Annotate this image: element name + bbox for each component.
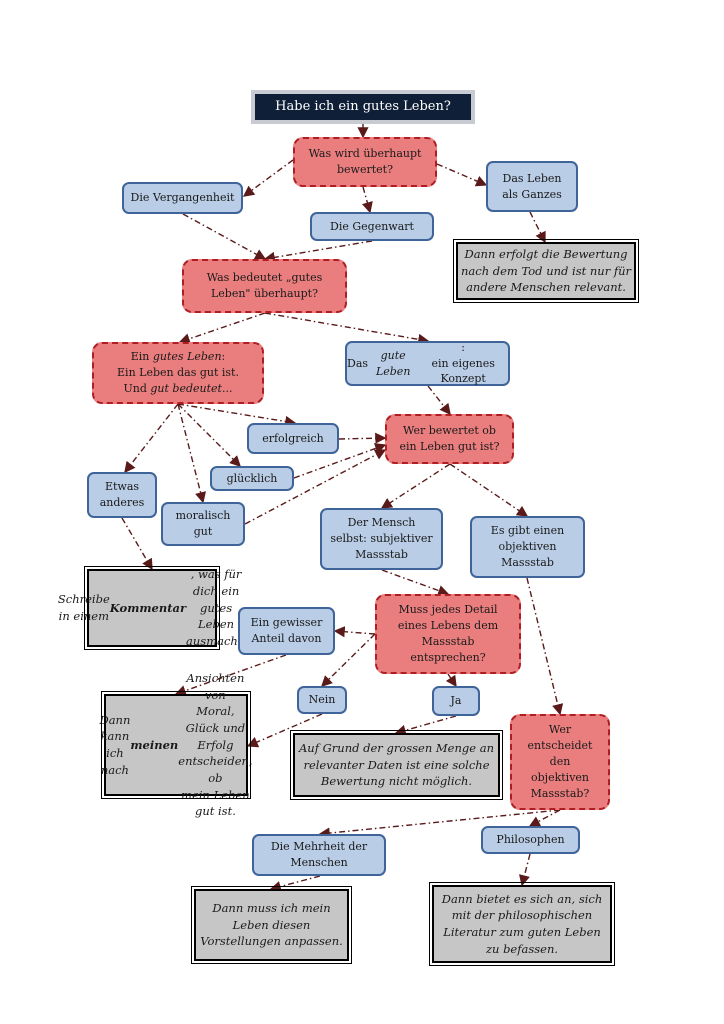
question-gutes-leben: Was bedeutet „gutes Leben" überhaupt?	[182, 259, 347, 313]
conclusion-bewertung-tod: Dann erfolgt die Bewertung nach dem Tod …	[453, 239, 639, 303]
conclusion-meinen-ansichten: Dann kann ich nach meinen Ansichten von …	[99, 670, 253, 819]
connector-q1-to-vergangenheit	[242, 159, 294, 197]
answer-objektiver-massstab: Es gibt einen objektiven Massstab	[470, 516, 585, 578]
connector-ein-gutes-to-gluecklich	[177, 403, 241, 467]
conclusion-grund-menge: Auf Grund der grossen Menge an relevante…	[290, 730, 503, 800]
connector-q1-to-leben-ganzes	[436, 163, 488, 187]
connector-mehrheit-to-anpassen	[269, 875, 321, 892]
connector-leben-ganzes-to-tod	[529, 211, 546, 244]
connector-q4-to-anteil	[333, 626, 376, 638]
connector-q4-to-nein	[321, 633, 376, 687]
connector-moralisch-to-q3	[244, 449, 387, 525]
connector-q3-to-objektiv	[449, 463, 529, 517]
connector-ein-gutes-to-etwas	[124, 403, 179, 474]
answer-ja: Ja	[432, 686, 480, 716]
question-detail: Muss jedes Detail eines Lebens dem Masss…	[375, 594, 521, 674]
answer-gegenwart: Die Gegenwart	[310, 212, 434, 241]
connector-das-gute-to-q3	[427, 385, 451, 416]
connector-mensch-to-q4	[381, 569, 450, 596]
connector-vergangenheit-to-q2	[182, 213, 267, 260]
answer-etwas-anderes: Etwas anderes	[87, 472, 157, 518]
answer-leben-ganzes: Das Leben als Ganzes	[486, 161, 578, 212]
connector-gegenwart-to-q2	[263, 240, 373, 263]
conclusion-anpassen: Dann muss ich mein Leben diesen Vorstell…	[191, 886, 352, 964]
answer-anteil: Ein gewisser Anteil davon	[238, 607, 335, 655]
ein-gutes-leben-text: Ein gutes Leben: Ein Leben das gut ist. …	[117, 350, 239, 395]
connector-q4-to-ja	[445, 673, 457, 688]
connector-ein-gutes-to-erfolgreich	[177, 403, 297, 427]
answer-moralisch-gut: moralisch gut	[161, 502, 245, 546]
connector-q3-to-mensch	[380, 463, 451, 509]
answer-vergangenheit: Die Vergangenheit	[122, 182, 243, 214]
question-wer-entscheidet: Wer entscheidet den objektiven Massstab?	[510, 714, 610, 810]
answer-philosophen: Philosophen	[481, 826, 580, 854]
connector-q1-to-gegenwart	[361, 186, 373, 214]
question-wer-bewertet: Wer bewertet ob ein Leben gut ist?	[385, 414, 514, 464]
answer-mensch-selbst: Der Mensch selbst: subjektiver Massstab	[320, 508, 443, 570]
connector-q5-to-philosophen	[528, 809, 561, 827]
connector-anteil-to-meinen	[174, 654, 287, 697]
connector-philosophen-to-literatur	[519, 853, 531, 887]
connector-etwas-to-kommentar	[121, 517, 153, 571]
answer-das-gute-leben: Das gute Leben: ein eigenes Konzept	[345, 341, 510, 386]
conclusion-kommentar: Schreibe in einem Kommentar, was für dic…	[57, 566, 247, 650]
connector-objektiv-to-q5	[526, 577, 564, 716]
connector-q2-to-ein-gutes	[178, 312, 266, 345]
chart-title: Habe ich ein gutes Leben?	[251, 90, 475, 124]
conclusion-literatur: Dann bietet es sich an, sich mit der phi…	[429, 882, 615, 966]
question-was-bewertet: Was wird überhaupt bewertet?	[293, 137, 437, 187]
connector-erfolgreich-to-q3	[338, 432, 387, 444]
node-ein-gutes-leben: Ein gutes Leben: Ein Leben das gut ist. …	[92, 342, 264, 404]
answer-erfolgreich: erfolgreich	[247, 423, 339, 454]
answer-mehrheit: Die Mehrheit der Menschen	[252, 834, 386, 876]
answer-gluecklich: glücklich	[210, 466, 294, 491]
connector-q2-to-das-gute	[264, 312, 430, 345]
connector-ein-gutes-to-moralisch	[177, 403, 207, 504]
connector-ja-to-grund	[394, 715, 457, 736]
answer-nein: Nein	[297, 686, 347, 714]
connector-gluecklich-to-q3	[293, 443, 387, 479]
